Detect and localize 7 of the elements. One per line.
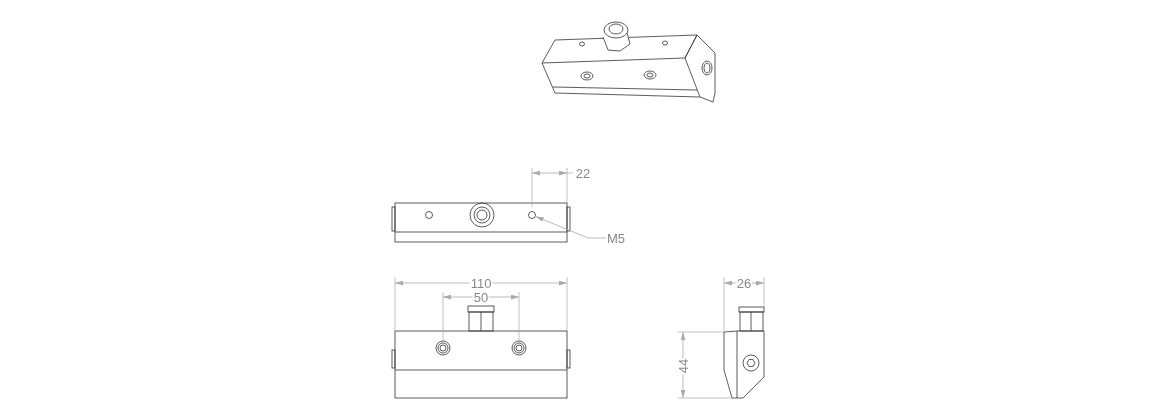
dimension-value: 110	[469, 276, 493, 290]
dimension-value: 50	[472, 290, 490, 304]
dimension-value: 22	[574, 166, 592, 180]
callout-label: M5	[607, 231, 626, 245]
mounting-hole	[528, 211, 536, 219]
dimension-value: 44	[676, 357, 690, 375]
dimension-value: 26	[735, 276, 753, 290]
